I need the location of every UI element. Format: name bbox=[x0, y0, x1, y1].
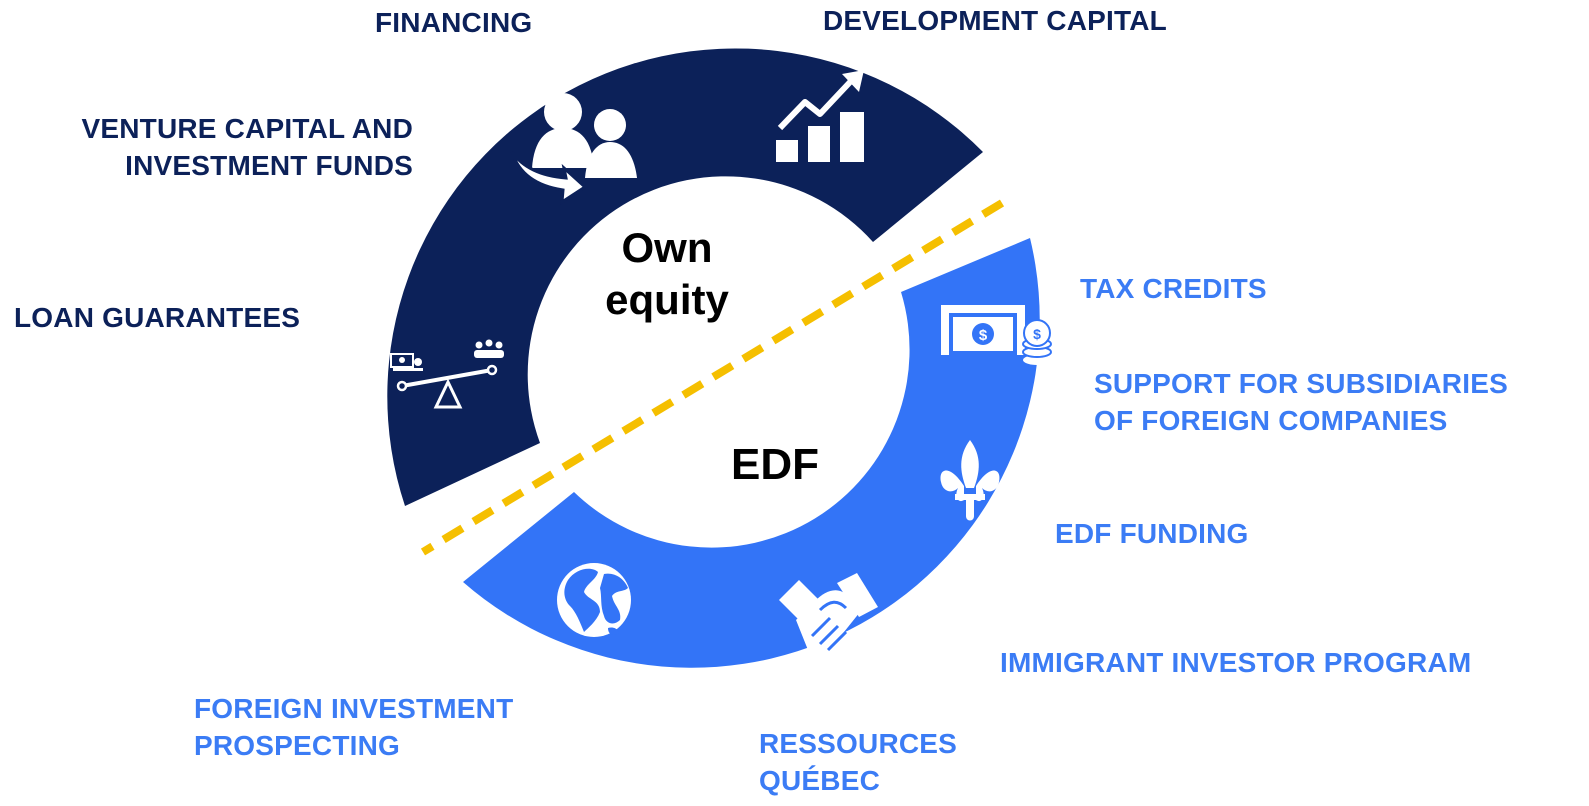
immigrant-investor-label: IMMIGRANT INVESTOR PROGRAM bbox=[1000, 647, 1472, 678]
foreign-subsidiaries-label: SUPPORT FOR SUBSIDIARIES OF FOREIGN COMP… bbox=[1094, 365, 1508, 439]
tax-credits-label: TAX CREDITS bbox=[1080, 273, 1267, 304]
edf-funding-label: EDF FUNDING bbox=[1055, 518, 1249, 549]
foreign-subsidiaries-line2: OF FOREIGN COMPANIES bbox=[1094, 405, 1448, 436]
dashed-divider bbox=[420, 199, 1005, 556]
venture-capital-label: VENTURE CAPITAL AND INVESTMENT FUNDS bbox=[20, 110, 413, 184]
financing-label: FINANCING bbox=[375, 7, 533, 38]
svg-text:$: $ bbox=[1033, 326, 1041, 342]
globe-icon bbox=[557, 563, 631, 637]
foreign-investment-line1: FOREIGN INVESTMENT bbox=[194, 693, 514, 724]
development-capital-label: DEVELOPMENT CAPITAL bbox=[823, 5, 1167, 36]
fleur-de-lis-icon bbox=[940, 440, 1000, 521]
svg-text:$: $ bbox=[979, 327, 988, 344]
money-coins-icon: $ $ bbox=[941, 305, 1052, 365]
foreign-investment-label: FOREIGN INVESTMENT PROSPECTING bbox=[194, 690, 513, 764]
people-arrow-icon bbox=[510, 93, 637, 205]
handshake-icon bbox=[779, 573, 878, 656]
ressources-quebec-line2: QUÉBEC bbox=[759, 765, 880, 796]
venture-capital-line2: INVESTMENT FUNDS bbox=[125, 150, 413, 181]
own-equity-line1: Own bbox=[621, 224, 713, 271]
edf-arc bbox=[463, 238, 1040, 668]
edf-title: EDF bbox=[731, 440, 819, 489]
ressources-quebec-line1: RESSOURCES bbox=[759, 728, 958, 759]
foreign-subsidiaries-line1: SUPPORT FOR SUBSIDIARIES bbox=[1094, 368, 1508, 399]
own-equity-title: Own equity bbox=[572, 222, 762, 326]
ressources-quebec-label: RESSOURCES QUÉBEC bbox=[759, 725, 957, 799]
foreign-investment-line2: PROSPECTING bbox=[194, 730, 401, 761]
own-equity-line2: equity bbox=[605, 276, 729, 323]
loan-guarantees-label: LOAN GUARANTEES bbox=[14, 302, 301, 333]
scale-balance-icon bbox=[390, 339, 504, 409]
growth-chart-icon bbox=[776, 70, 864, 162]
venture-capital-line1: VENTURE CAPITAL AND bbox=[81, 113, 413, 144]
